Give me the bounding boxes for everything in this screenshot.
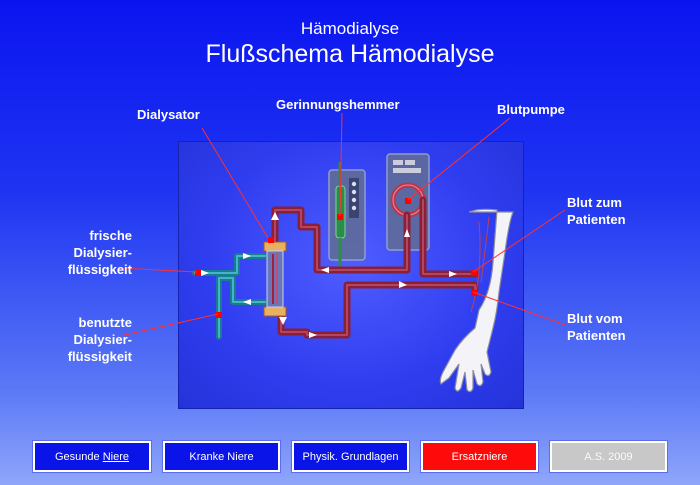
label-benutzte-line2: Dialysier-: [73, 332, 132, 347]
label-frische-line1: frische: [89, 228, 132, 243]
blood-tubing: [271, 196, 479, 339]
nav-button-kranke-niere[interactable]: Kranke Niere: [162, 440, 281, 473]
page-title: Flußschema Hämodialyse: [205, 40, 495, 68]
diagram-markers: [195, 198, 477, 318]
label-blut-vom-line2: Patienten: [567, 328, 626, 343]
label-blut-zum-line1: Blut zum: [567, 195, 622, 210]
label-benutzte-dialysierfluessigkeit: benutzte Dialysier- flüssigkeit: [40, 314, 132, 365]
label-frische-line3: flüssigkeit: [67, 262, 132, 277]
label-blutpumpe: Blutpumpe: [497, 102, 565, 117]
nav-link-niere[interactable]: Niere: [102, 450, 129, 463]
label-frische-line2: Dialysier-: [73, 245, 132, 260]
anticoagulant-pump-device: [328, 162, 366, 270]
dialyzer: [263, 241, 287, 317]
nav-button-physik-grundlagen[interactable]: Physik. Grundlagen: [291, 440, 410, 473]
patient-arm: [439, 208, 514, 393]
label-benutzte-line3: flüssigkeit: [67, 349, 132, 364]
label-blut-vom-line1: Blut vom: [567, 311, 623, 326]
label-blut-zum-patienten: Blut zum Patienten: [567, 194, 626, 228]
nav-button-copyright[interactable]: A.S. 2009: [549, 440, 668, 473]
dialysis-flow-illustration: [192, 153, 514, 393]
dialysis-diagram: [178, 141, 524, 409]
nav-button-gesunde-niere[interactable]: Gesunde Niere: [32, 440, 152, 473]
flow-arrows: [201, 212, 457, 338]
nav-button-ersatzniere[interactable]: Ersatzniere: [420, 440, 539, 473]
label-frische-dialysierfluessigkeit: frische Dialysier- flüssigkeit: [40, 227, 132, 278]
page-subtitle: Hämodialyse: [300, 19, 400, 38]
nav-button-gesunde-prefix: Gesunde: [54, 450, 100, 463]
label-gerinnungshemmer: Gerinnungshemmer: [276, 97, 400, 112]
label-blut-vom-patienten: Blut vom Patienten: [567, 310, 626, 344]
label-blut-zum-line2: Patienten: [567, 212, 626, 227]
label-benutzte-line1: benutzte: [78, 315, 132, 330]
label-dialysator: Dialysator: [137, 107, 200, 122]
